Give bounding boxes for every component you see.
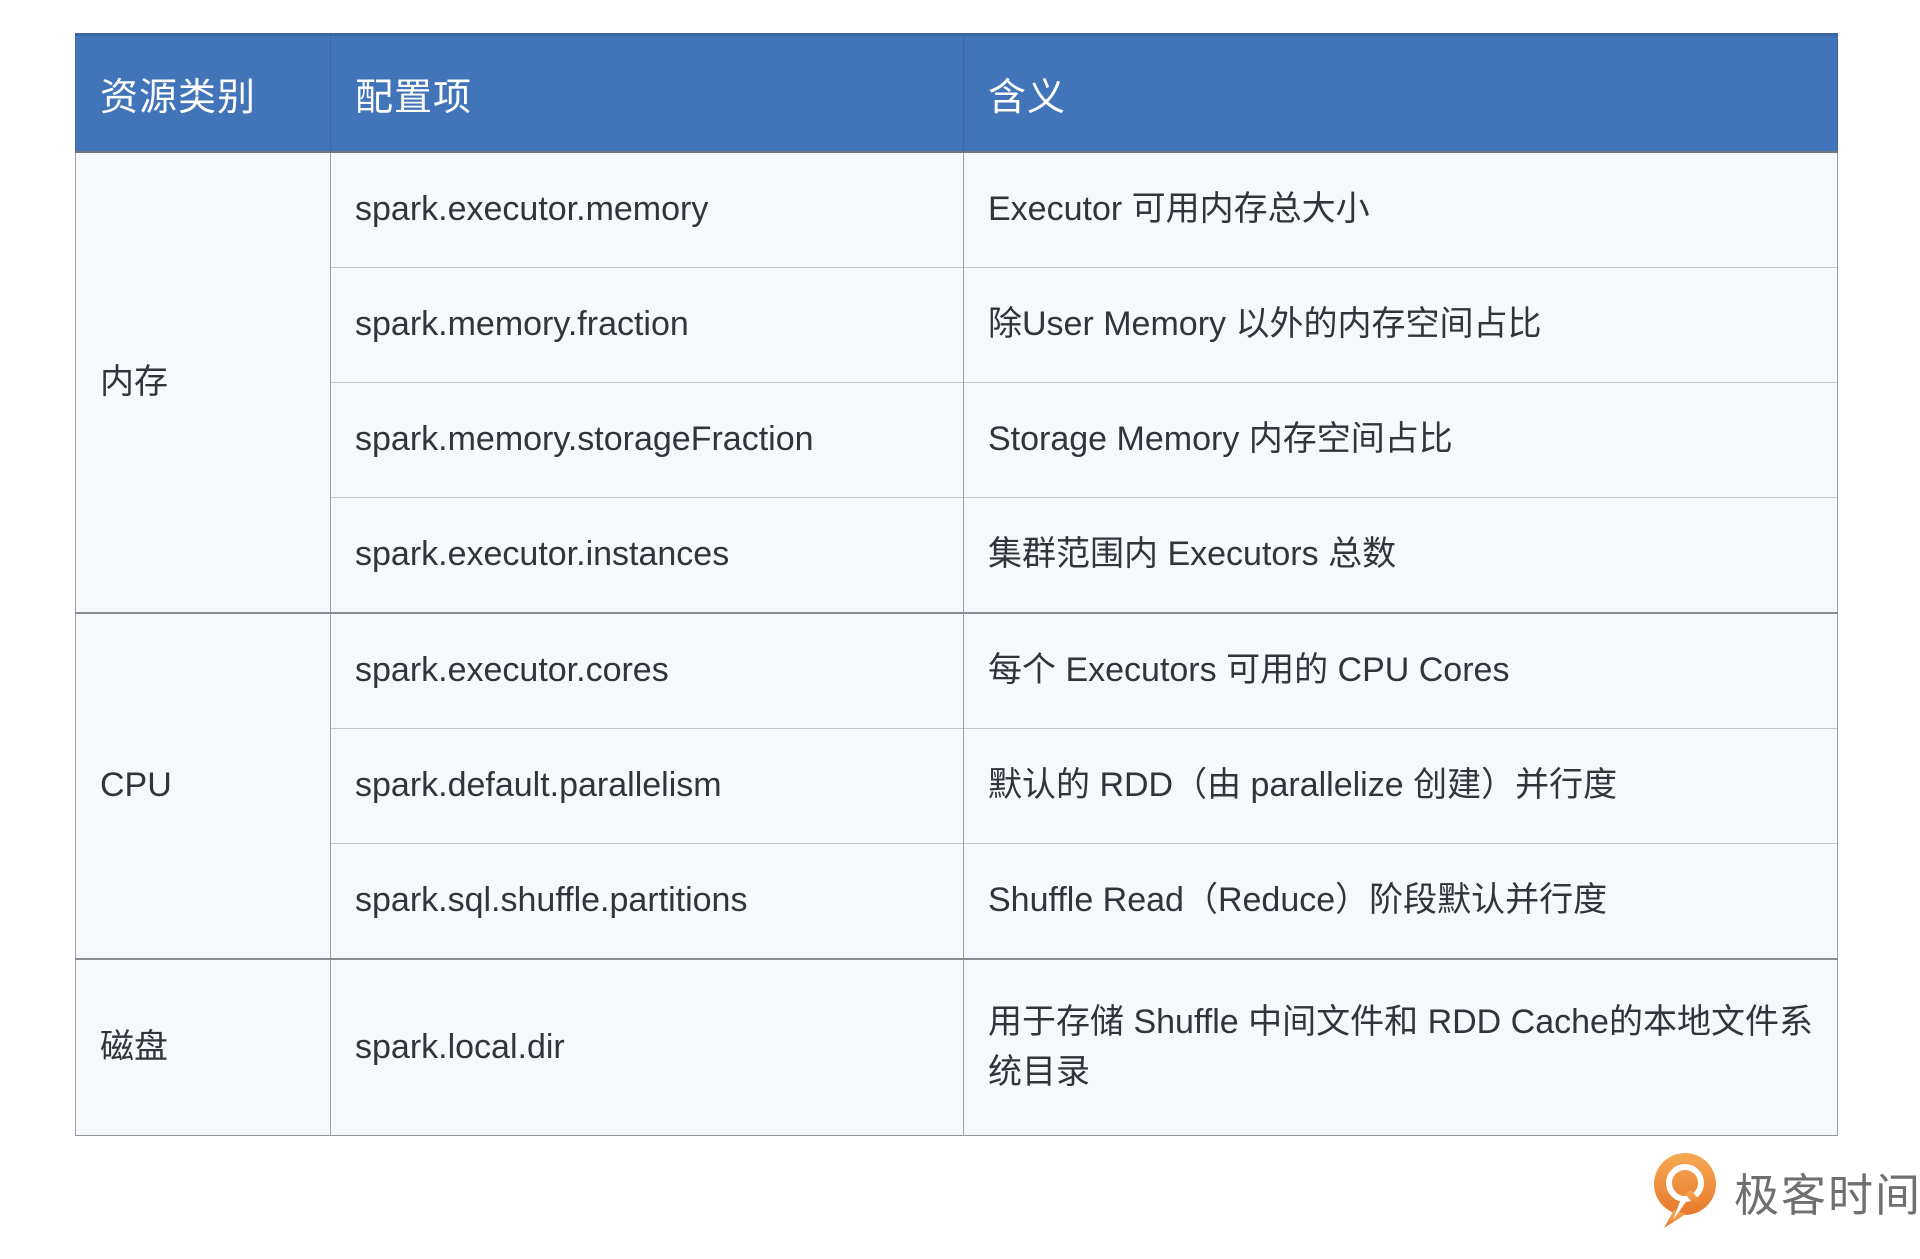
- table-row: 内存 spark.executor.memory Executor 可用内存总大…: [75, 152, 1838, 613]
- geektime-logo: 极客时间: [1652, 1152, 1920, 1230]
- config-cell: spark.memory.storageFraction: [330, 382, 964, 498]
- table-row: 磁盘 spark.local.dir 用于存储 Shuffle 中间文件和 RD…: [75, 958, 1838, 1136]
- header-row: 资源类别 配置项 含义: [75, 33, 1838, 153]
- config-cell: spark.local.dir: [330, 958, 964, 1136]
- config-cell: spark.sql.shuffle.partitions: [330, 843, 964, 959]
- category-cell-cpu: CPU: [75, 612, 331, 959]
- meaning-cell: Executor 可用内存总大小: [963, 152, 1838, 268]
- meaning-cell: 每个 Executors 可用的 CPU Cores: [963, 612, 1838, 729]
- meaning-cell: 用于存储 Shuffle 中间文件和 RDD Cache的本地文件系统目录: [963, 958, 1838, 1136]
- meaning-cell: 除User Memory 以外的内存空间占比: [963, 267, 1838, 383]
- table-row: spark.memory.fraction 除User Memory 以外的内存…: [76, 267, 1838, 383]
- header-cell-meaning: 含义: [963, 33, 1838, 153]
- config-cell: spark.executor.memory: [330, 152, 964, 268]
- header-cell-resource-category: 资源类别: [75, 33, 331, 153]
- config-cell: spark.memory.fraction: [330, 267, 964, 383]
- header-cell-config-item: 配置项: [330, 33, 964, 153]
- table-row: CPU spark.executor.cores 每个 Executors 可用…: [75, 612, 1838, 959]
- meaning-cell: Storage Memory 内存空间占比: [963, 382, 1838, 498]
- table-row: spark.sql.shuffle.partitions Shuffle Rea…: [76, 843, 1838, 959]
- category-cell-disk: 磁盘: [75, 958, 331, 1136]
- config-cell: spark.executor.cores: [330, 612, 964, 729]
- geektime-wordmark: 极客时间: [1734, 1169, 1920, 1221]
- geektime-pin-icon: [1652, 1152, 1718, 1230]
- spark-config-table: 资源类别 配置项 含义 内存 spark.executor.memory Exe…: [75, 33, 1838, 1136]
- meaning-cell: 集群范围内 Executors 总数: [963, 497, 1838, 613]
- config-cell: spark.executor.instances: [330, 497, 964, 613]
- meaning-cell: Shuffle Read（Reduce）阶段默认并行度: [963, 843, 1838, 959]
- category-cell-memory: 内存: [75, 152, 331, 613]
- table-row: spark.memory.storageFraction Storage Mem…: [76, 382, 1838, 498]
- table-row: spark.default.parallelism 默认的 RDD（由 para…: [76, 728, 1838, 844]
- spark-config-table-wrap: 资源类别 配置项 含义 内存 spark.executor.memory Exe…: [75, 33, 1838, 1136]
- meaning-cell: 默认的 RDD（由 parallelize 创建）并行度: [963, 728, 1838, 844]
- table-row: spark.executor.instances 集群范围内 Executors…: [76, 497, 1838, 613]
- config-cell: spark.default.parallelism: [330, 728, 964, 844]
